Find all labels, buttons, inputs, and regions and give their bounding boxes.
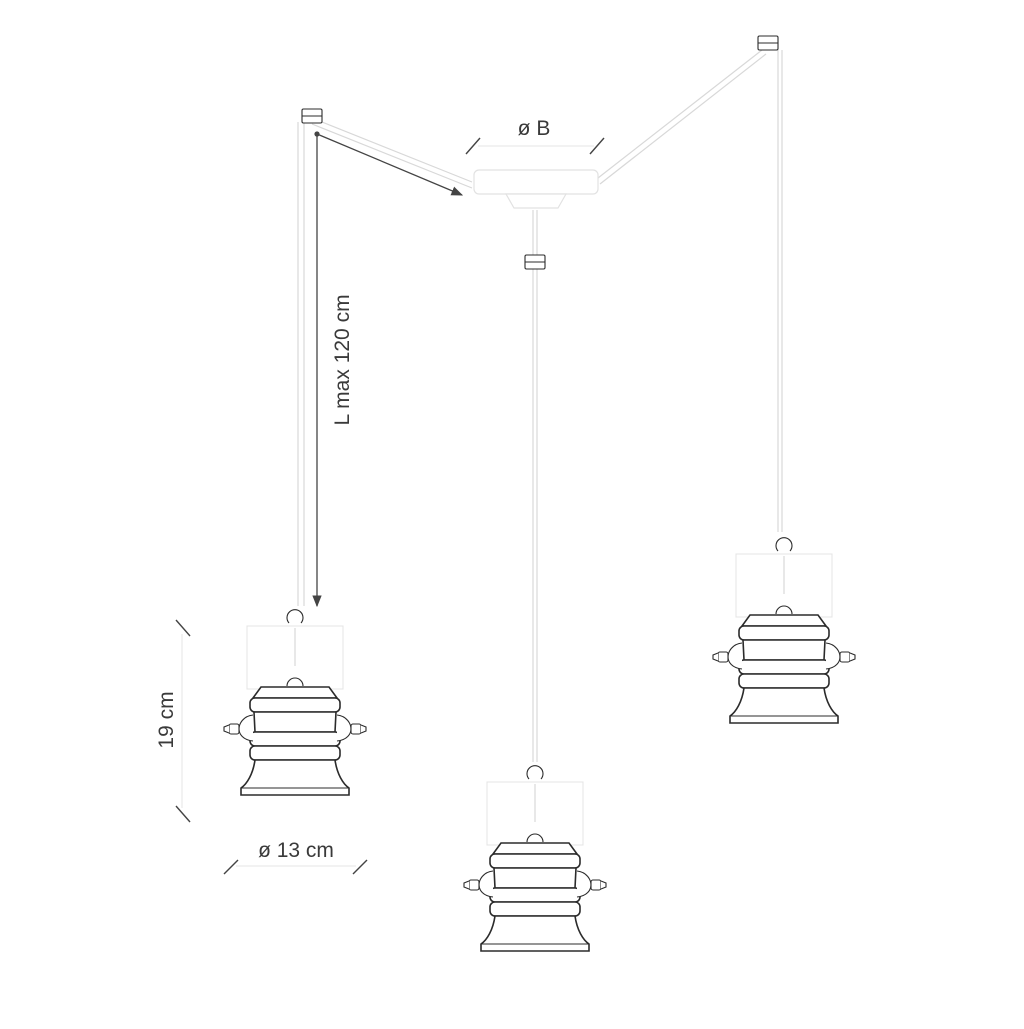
right-cable-top-inner [599,53,767,185]
shade-height-label: 19 cm [155,691,178,748]
shade-diameter-dimension: ø 13 cm [223,839,368,875]
canopy-diameter-dimension: ø B [465,117,605,155]
cable-length-label: L max 120 cm [331,294,354,425]
left-cable-top [311,117,473,183]
shade-diameter-label: ø 13 cm [258,839,334,862]
canopy-diameter-label: ø B [518,117,551,140]
ceiling-hook-icon [757,35,779,51]
arrow-icon [316,133,464,196]
ceiling-hook-icon [301,108,323,124]
left-cable-top-inner [311,123,473,189]
pendant-shade-icon [463,764,607,952]
cable-length-dimension: L max 120 cm [312,131,464,608]
pendant-shade-icon [223,608,367,796]
pendant-shade-icon [712,536,856,724]
ceiling-hook-icon [524,254,546,270]
right-cable-top [597,49,763,179]
shade-height-dimension: 19 cm [155,619,191,823]
ceiling-canopy [473,169,599,209]
